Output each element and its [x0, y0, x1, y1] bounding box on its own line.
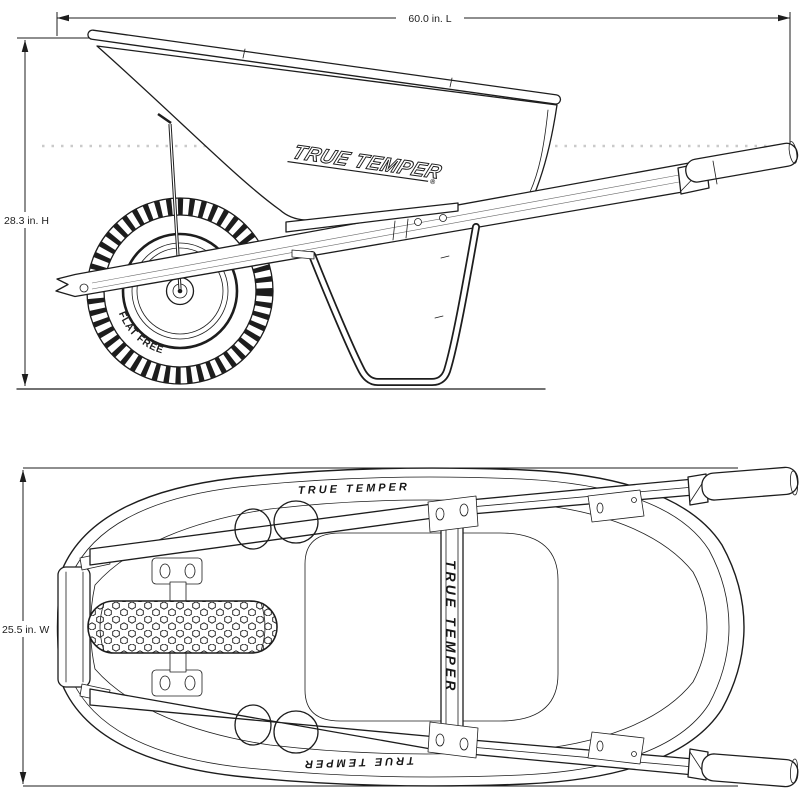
side-tub-rim [87, 29, 562, 105]
crossbar-logo-text: TRUE TEMPER [443, 560, 459, 693]
arrow-down-icon [21, 374, 29, 386]
bolt-hole [439, 214, 447, 222]
top-view-brand-upper: TRUE TEMPER [298, 481, 410, 497]
top-grip-upper [687, 466, 799, 506]
arrow-right-icon [778, 14, 790, 22]
grip-end-cap [788, 141, 798, 164]
axle-center [177, 288, 183, 294]
side-handle-grip [677, 141, 799, 195]
bolt-hole [414, 218, 422, 226]
arrow-down-icon [19, 772, 27, 784]
rail-clamp [587, 489, 645, 523]
side-tub-inner-line [529, 109, 549, 193]
top-view-brand-lower: TRUE TEMPER [302, 754, 414, 770]
top-crossbar: TRUE TEMPER [427, 495, 479, 759]
side-leg [291, 223, 480, 386]
rail-clamp [587, 731, 645, 765]
dimension-width: 25.5 in. W [0, 467, 738, 787]
side-view: 60.0 in. L 28.3 in. H TRUE TEMPER [2, 10, 799, 390]
arrow-left-icon [57, 14, 69, 22]
registered-mark: ® [430, 178, 437, 187]
top-rail-lower [89, 688, 695, 776]
width-dimension-label: 25.5 in. W [2, 624, 49, 636]
top-leg-pads [234, 500, 319, 754]
tire-tread-top [87, 600, 278, 654]
arrow-up-icon [21, 40, 29, 52]
top-view: 25.5 in. W [0, 466, 799, 788]
crossbar-bracket [427, 721, 479, 759]
top-wheel [87, 600, 278, 654]
length-dimension-label: 60.0 in. L [408, 13, 451, 25]
top-tub-cavity [90, 499, 708, 755]
top-tub-outline [56, 467, 745, 787]
bolt-hole [79, 283, 89, 293]
side-wheel: FLAT FREE [86, 197, 274, 385]
side-wedge-mount [285, 202, 459, 233]
height-dimension-label: 28.3 in. H [4, 215, 49, 227]
leg-stub [291, 249, 315, 260]
crossbar-bracket [427, 495, 479, 533]
top-axle-bracket-lower [151, 650, 203, 697]
dimension-height: 28.3 in. H [2, 37, 546, 390]
arrow-up-icon [19, 470, 27, 482]
top-tub-rim-inner [67, 476, 730, 778]
top-tub-floor-pan [304, 532, 559, 722]
top-grip-lower [687, 748, 799, 788]
dimension-length: 60.0 in. L [56, 10, 791, 160]
